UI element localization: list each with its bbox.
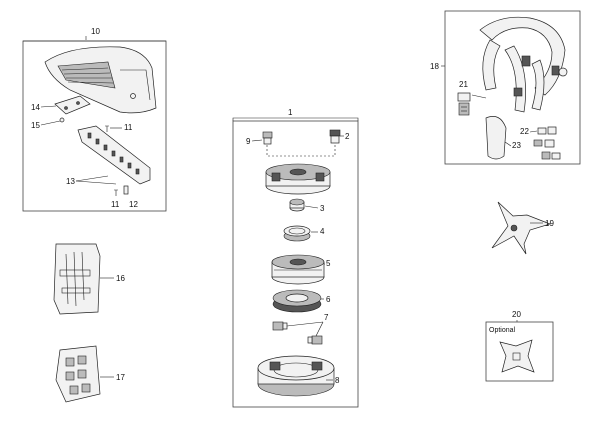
harness-strap — [479, 16, 566, 96]
trimmer-head-box — [232, 120, 359, 408]
optional-label: Optional — [489, 327, 516, 334]
callout-8: 8 — [335, 376, 340, 385]
callout-22: 22 — [520, 127, 529, 136]
spool-5 — [271, 254, 325, 285]
callout-11-upper: 11 — [124, 123, 133, 132]
callout-20: 20 — [512, 310, 521, 319]
spring-4 — [283, 225, 311, 242]
harness-group: 18 21 22 23 — [430, 10, 581, 165]
callout-18: 18 — [430, 62, 439, 71]
nut-3 — [289, 198, 305, 212]
hip-pad — [485, 116, 507, 160]
guard-assembly-group: 10 14 15 11 — [22, 27, 167, 212]
housing-8 — [257, 355, 335, 397]
callout-5: 5 — [326, 259, 331, 268]
trimmer-head-group: 1 9 2 3 — [232, 108, 359, 408]
callout-17: 17 — [116, 373, 125, 382]
optional-blade-box — [485, 321, 554, 382]
callout-11-lower: 11 — [111, 200, 120, 209]
callout-14: 14 — [31, 103, 40, 112]
top-cover — [265, 163, 331, 195]
optional-blade-group: 20 Optional — [485, 310, 554, 382]
callout-3: 3 — [320, 204, 325, 213]
harness-box — [444, 10, 581, 165]
callout-10: 10 — [91, 27, 100, 36]
callout-15: 15 — [31, 121, 40, 130]
buckle-21 — [457, 92, 471, 116]
label-16: 16 — [53, 243, 125, 315]
callout-16: 16 — [116, 274, 125, 283]
callout-4: 4 — [320, 227, 325, 236]
knob-9 — [262, 131, 273, 145]
three-tooth-blade: 19 — [491, 201, 554, 255]
callout-21: 21 — [459, 80, 468, 89]
callout-6: 6 — [326, 295, 331, 304]
ring-6 — [272, 289, 322, 313]
callout-13: 13 — [66, 177, 75, 186]
callout-2: 2 — [345, 132, 350, 141]
callout-7: 7 — [324, 313, 329, 322]
callout-9: 9 — [246, 137, 251, 146]
small-parts-22 — [533, 126, 561, 160]
callout-12: 12 — [129, 200, 138, 209]
eyelets-7 — [272, 321, 323, 345]
callout-19: 19 — [545, 219, 554, 228]
knob-2 — [329, 129, 341, 144]
label-17: 17 — [55, 345, 125, 403]
mounting-plate — [54, 95, 91, 115]
callout-1: 1 — [288, 108, 293, 117]
callout-23: 23 — [512, 141, 521, 150]
